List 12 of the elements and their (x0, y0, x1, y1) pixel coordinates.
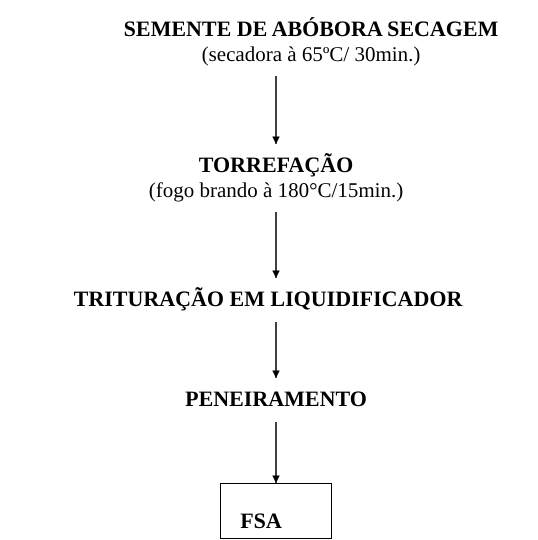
arrow (272, 76, 280, 144)
step-title: PENEIRAMENTO (185, 386, 367, 412)
arrow (272, 422, 280, 483)
process-box (220, 483, 332, 539)
step-title: TRITURAÇÃO EM LIQUIDIFICADOR (74, 286, 462, 312)
arrow (272, 322, 280, 378)
step-detail: (secadora à 65ºC/ 30min.) (200, 42, 422, 66)
step-title: FSA (240, 508, 282, 534)
arrow (272, 212, 280, 278)
step-title: SEMENTE DE ABÓBORA SECAGEM (124, 16, 498, 42)
step-detail: (fogo brando à 180°C/15min.) (148, 178, 404, 202)
step-title: TORREFAÇÃO (198, 152, 354, 178)
